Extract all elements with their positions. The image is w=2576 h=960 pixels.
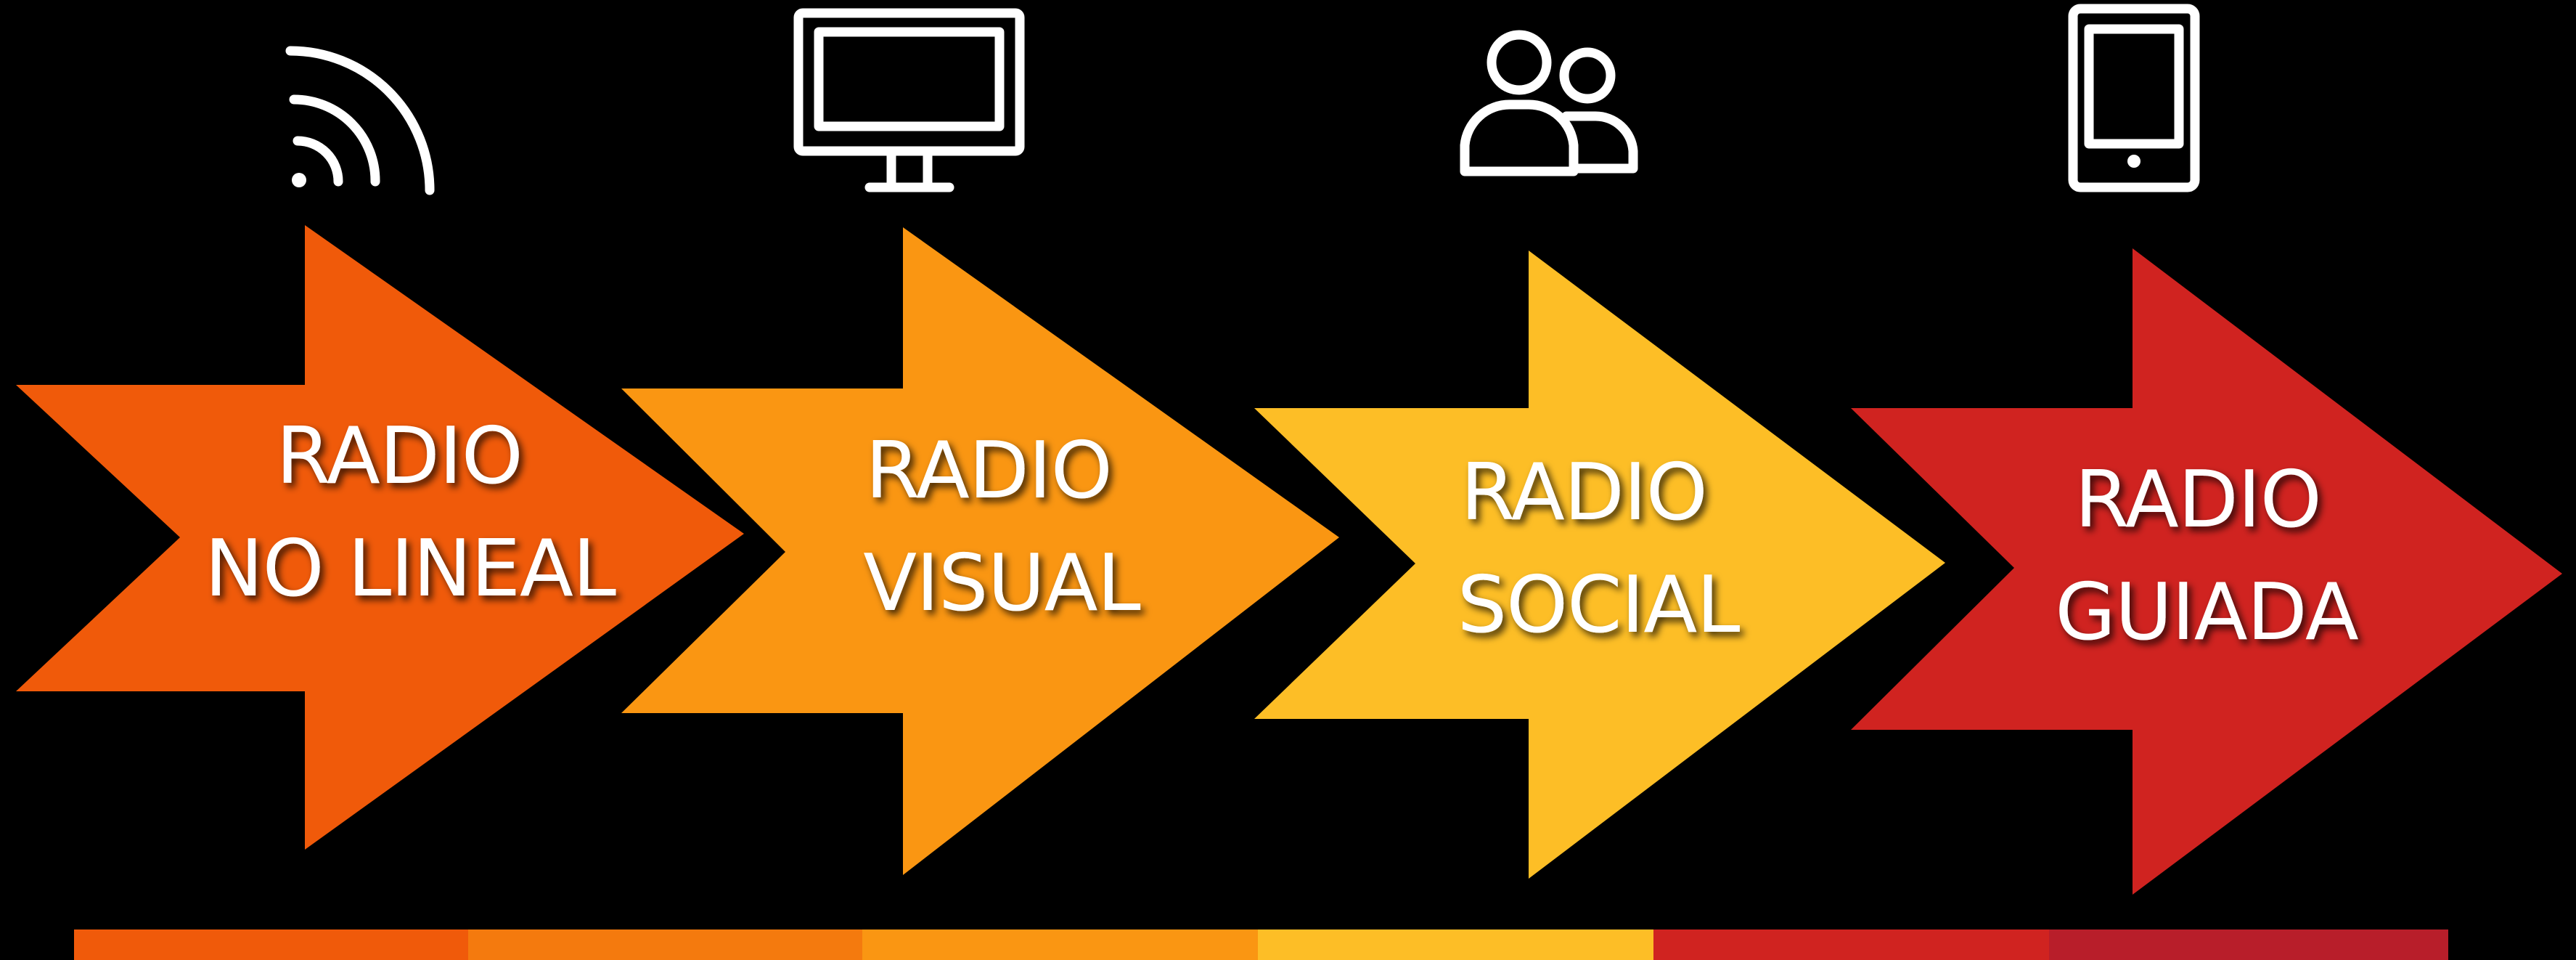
step-4-subtitle: GUIADA [2055, 567, 2358, 658]
monitor-icon [793, 8, 1025, 192]
step-2-subtitle: VISUAL [863, 538, 1140, 629]
arrow-step-4: RADIO GUIADA [1851, 248, 2562, 895]
color-bar-segment [2049, 930, 2448, 960]
arrow-shape [621, 227, 1339, 875]
step-4-title: RADIO [2074, 455, 2321, 545]
arrow-shape [1254, 251, 1945, 879]
step-1-subtitle: NO LINEAL [205, 524, 616, 614]
arrow-shape [16, 225, 744, 850]
users-icon [1460, 30, 1638, 176]
arrow-step-3: RADIO SOCIAL [1254, 251, 1945, 879]
bottom-color-bar [74, 930, 2448, 960]
color-bar-segment [1258, 930, 1653, 960]
wifi-signal-icon [285, 46, 435, 195]
arrow-step-1: RADIO NO LINEAL [16, 225, 744, 850]
color-bar-segment [468, 930, 862, 960]
arrow-step-2: RADIO VISUAL [621, 227, 1339, 875]
step-1-title: RADIO [276, 411, 523, 502]
step-2-title: RADIO [865, 426, 1112, 516]
arrow-shape [1851, 248, 2562, 895]
step-3-subtitle: SOCIAL [1457, 560, 1741, 651]
color-bar-segment [74, 930, 468, 960]
color-bar-segment [1653, 930, 2049, 960]
smartphone-icon [2068, 4, 2200, 192]
color-bar-segment [862, 930, 1258, 960]
step-3-title: RADIO [1460, 447, 1707, 538]
